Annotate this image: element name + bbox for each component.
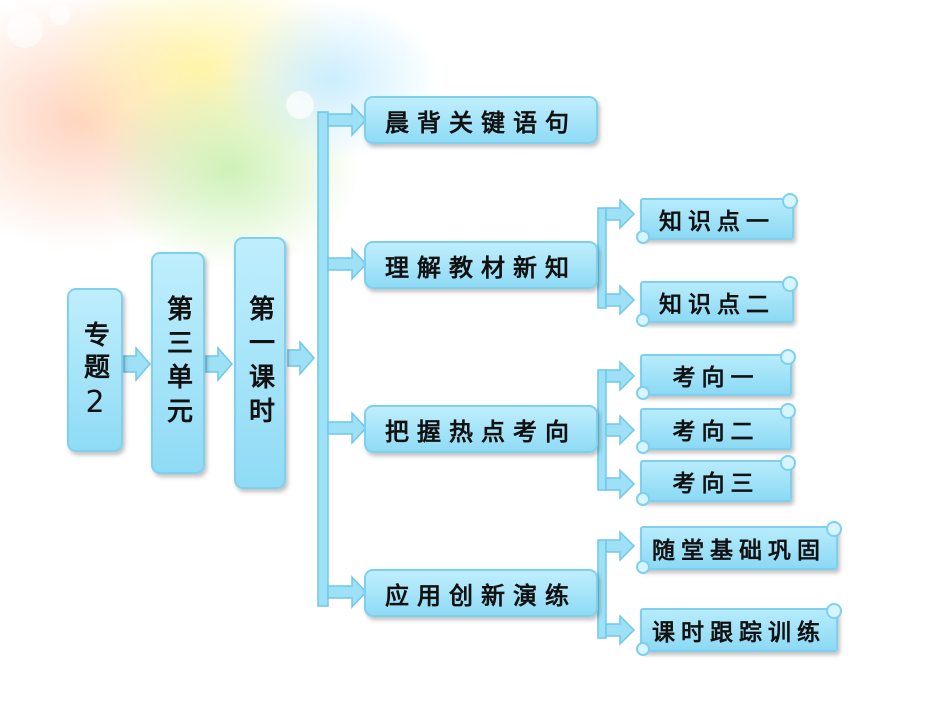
section-1-node[interactable]: 晨背关键语句	[364, 96, 598, 144]
branch-trunk-3	[597, 369, 607, 491]
arrow-sub-4-1	[605, 530, 636, 562]
subitem-3-2[interactable]: 考向二	[636, 403, 796, 454]
arrow-lesson-to-trunk	[287, 340, 315, 376]
arrow-sub-4-2	[605, 614, 636, 646]
main-trunk	[317, 111, 329, 607]
branch-trunk-4	[597, 539, 607, 639]
subitem-3-2-label: 考向二	[672, 419, 760, 445]
section-3-label: 把握热点考向	[385, 417, 577, 446]
section-4-node[interactable]: 应用创新演练	[364, 569, 598, 617]
arrow-sub-2-1	[605, 198, 636, 230]
section-3-node[interactable]: 把握热点考向	[364, 405, 598, 453]
arrow-sub-3-1	[605, 360, 636, 392]
subitem-2-2-label: 知识点二	[659, 292, 775, 318]
root-node[interactable]: 专题 2	[67, 288, 123, 452]
subitem-4-2-label: 课时跟踪训练	[652, 620, 826, 646]
root-title: 专题	[79, 320, 110, 385]
arrow-section-4	[327, 575, 368, 609]
unit-node[interactable]: 第三单元	[151, 252, 205, 474]
subitem-4-1-label: 随堂基础巩固	[652, 538, 826, 564]
lesson-node[interactable]: 第一课时	[234, 237, 286, 489]
subitem-3-3-label: 考向三	[672, 471, 760, 497]
subitem-2-1-label: 知识点一	[659, 209, 775, 235]
root-number: 2	[85, 384, 105, 420]
arrow-root-to-unit	[123, 346, 151, 382]
subitem-3-1-label: 考向一	[672, 365, 760, 391]
arrow-sub-2-2	[605, 284, 636, 316]
subitem-2-1[interactable]: 知识点一	[636, 193, 798, 244]
section-2-label: 理解教材新知	[385, 253, 577, 282]
arrow-unit-to-lesson	[205, 346, 233, 382]
subitem-4-1[interactable]: 随堂基础巩固	[636, 521, 842, 574]
arrow-section-3	[327, 411, 368, 445]
subitem-4-2[interactable]: 课时跟踪训练	[636, 603, 842, 656]
lesson-label: 第一课时	[244, 295, 275, 431]
section-2-node[interactable]: 理解教材新知	[364, 241, 598, 289]
unit-label: 第三单元	[162, 295, 193, 431]
arrow-section-2	[327, 247, 368, 281]
subitem-3-1[interactable]: 考向一	[636, 349, 796, 400]
section-1-label: 晨背关键语句	[385, 108, 577, 137]
arrow-sub-3-2	[605, 414, 636, 446]
arrow-sub-3-3	[605, 468, 636, 500]
subitem-3-3[interactable]: 考向三	[636, 455, 796, 506]
subitem-2-2[interactable]: 知识点二	[636, 276, 798, 327]
section-4-label: 应用创新演练	[385, 581, 577, 610]
arrow-section-1	[327, 103, 368, 137]
branch-trunk-2	[597, 207, 607, 309]
